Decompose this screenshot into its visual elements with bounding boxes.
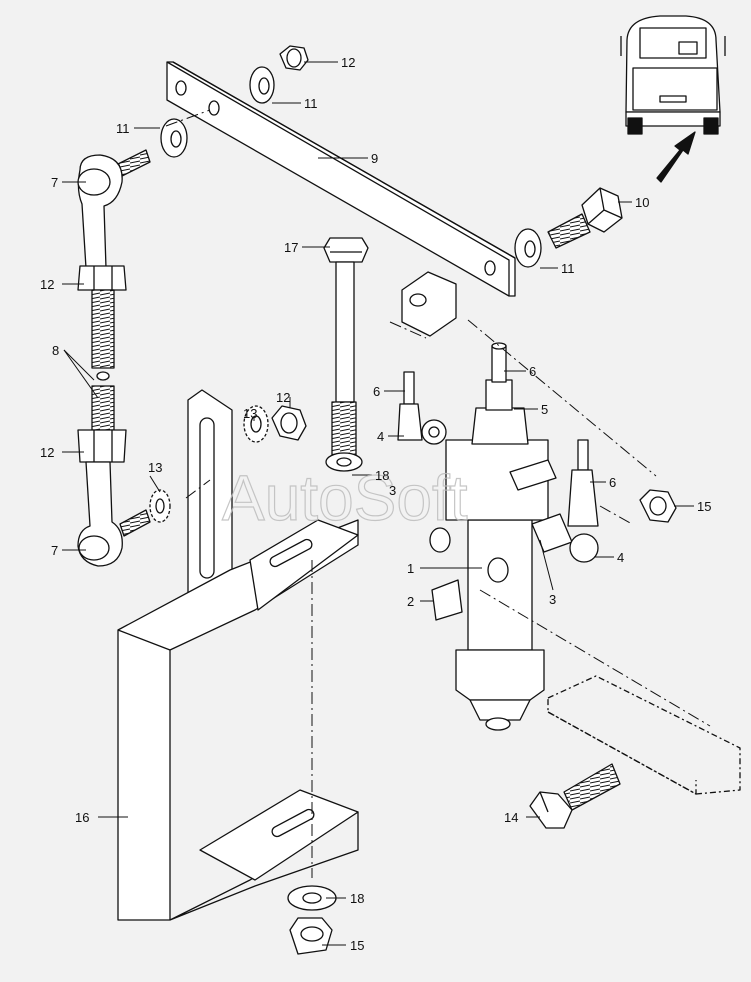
washer-11-left [160,118,188,158]
bottom-plate [547,675,741,795]
nut-12-mid [271,405,307,441]
nut-15-bottom [289,917,333,955]
callout-3: 3 [549,592,556,607]
nut-15-right [639,489,677,523]
bolt-14 [529,763,621,829]
threaded-rod-8-upper [91,289,115,369]
callout-16: 16 [75,810,89,825]
callout-6: 6 [373,384,380,399]
nut-12-lower-rod [77,429,127,463]
callout-13: 13 [243,406,257,421]
callout-6: 6 [609,475,616,490]
callout-12: 12 [276,390,290,405]
callout-11: 11 [116,121,130,136]
callout-12: 12 [40,277,54,292]
assembly-centerlines [165,109,711,878]
washer-18-bottom [287,885,337,911]
callout-13: 13 [148,460,162,475]
bolt-17 [323,237,369,457]
callout-18: 18 [350,891,364,906]
callout-4: 4 [617,550,624,565]
callout-3: 3 [389,483,396,498]
watermark-text: AutoSoft [222,462,468,534]
callout-11: 11 [304,96,318,111]
callout-4: 4 [377,429,384,444]
nut-12-top [279,45,309,71]
callout-2: 2 [407,594,414,609]
lock-washer-13-left [149,489,171,523]
callout-17: 17 [284,240,298,255]
mounting-bracket [117,389,359,921]
threaded-rod-8-lower [91,385,115,431]
callout-7: 7 [51,175,58,190]
callout-12: 12 [40,445,54,460]
callout-14: 14 [504,810,518,825]
fitting-6-right [567,439,599,527]
callout-15: 15 [697,499,711,514]
callout-6: 6 [529,364,536,379]
callout-8: 8 [52,343,59,358]
bolt-10 [547,187,623,249]
washer-11-top [249,66,275,104]
rod-bore [96,371,110,381]
nut-12-upper-rod [77,265,127,291]
callout-1: 1 [407,561,414,576]
callout-15: 15 [350,938,364,953]
linkage-bar [166,61,516,297]
lock-washer-13-mid [243,405,269,443]
fitting-6-left [397,371,423,441]
washer-11-right [514,228,542,268]
callout-labels: 12 11 11 9 7 10 17 11 12 8 6 6 5 12 13 4… [40,55,711,953]
ball-joint-bottom [77,461,151,567]
callout-5: 5 [541,402,548,417]
washer-18-mid [325,452,363,472]
square-nut [401,271,457,337]
callout-12: 12 [341,55,355,70]
truck-rear-thumbnail [620,15,726,183]
callout-10: 10 [635,195,649,210]
ball-joint-top [77,149,151,269]
callout-18: 18 [375,468,389,483]
callout-7: 7 [51,543,58,558]
leader-lines [62,61,694,946]
callout-11: 11 [561,261,575,276]
callout-9: 9 [371,151,378,166]
height-control-valve [421,342,599,731]
